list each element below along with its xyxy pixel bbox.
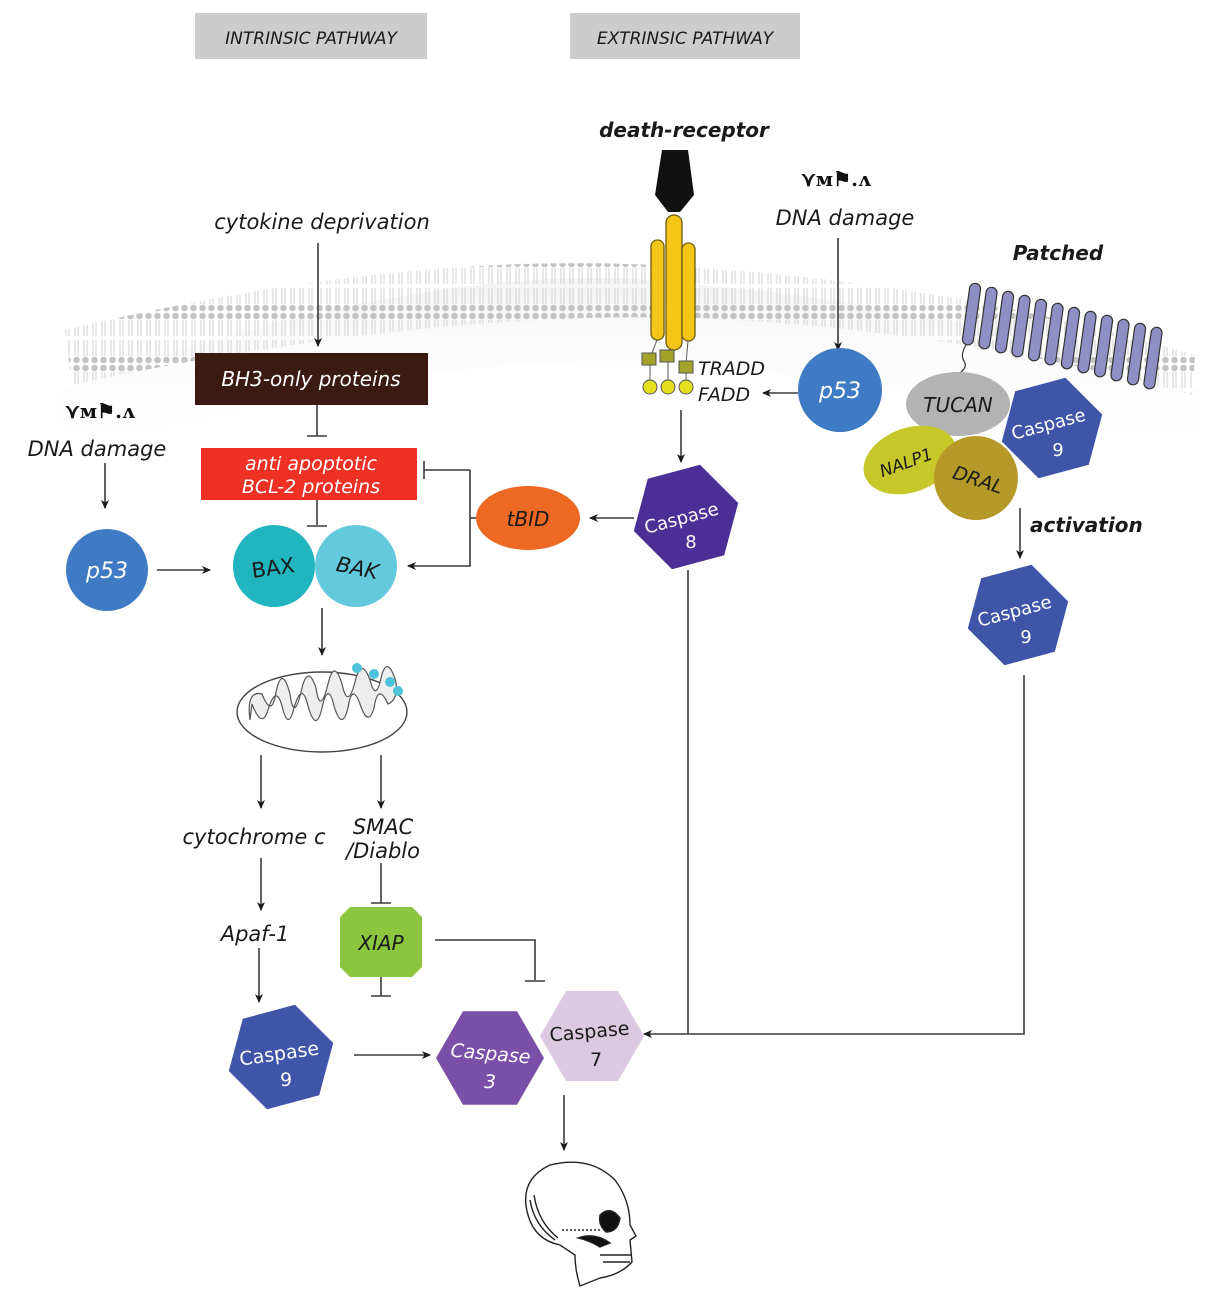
bax-node — [233, 525, 315, 607]
caspase9-apoptosome-num: 9 — [280, 1069, 292, 1091]
p53-right-label: p53 — [818, 379, 861, 404]
tradd-square-icon — [659, 349, 675, 363]
tradd-square-icon — [678, 360, 694, 374]
dna-damage-left-label: DNA damage — [28, 437, 167, 461]
cytochrome-c-label: cytochrome c — [183, 825, 326, 849]
xiap-label: XIAP — [357, 931, 404, 955]
p53-left-label: p53 — [85, 559, 128, 584]
caspase9-apoptosome-node: Caspase 9 — [228, 1004, 334, 1110]
caspase9-complex-hexagon — [1001, 377, 1103, 479]
extrinsic-header-bg — [570, 13, 800, 59]
p53-left-node — [66, 529, 148, 611]
patched-helix — [1011, 294, 1031, 358]
bcl2-node — [201, 448, 417, 500]
intrinsic-pathway-header: INTRINSIC PATHWAY — [195, 13, 427, 59]
caspase9-complex-node: Caspase 9 — [1001, 377, 1103, 479]
broken-dna-icon: ⋎ᴍ⚑.ᴧ — [800, 167, 872, 191]
skull-cell-death-icon — [524, 1161, 637, 1287]
arrow-caspase9-to-caspase7 — [643, 675, 1025, 1038]
patched-helix — [1126, 322, 1147, 386]
caspase8-node: Caspase 8 — [633, 464, 739, 570]
tucan-label: TUCAN — [923, 393, 993, 417]
bh3-only-node — [195, 353, 428, 405]
receptor-trimer-icon — [650, 214, 696, 351]
patched-helix — [961, 282, 982, 346]
caspase9-complex-num: 9 — [1052, 440, 1063, 461]
patched-tail — [959, 344, 967, 374]
bak-node — [315, 525, 397, 607]
tbid-label: tBID — [507, 507, 550, 531]
xiap-node — [340, 907, 422, 977]
patched-helix — [978, 286, 998, 350]
tucan-node — [906, 372, 1010, 436]
patched-helix — [1077, 310, 1097, 374]
caspase3-node: Caspase 3 — [436, 1011, 544, 1105]
patched-helix — [1044, 302, 1064, 366]
patched-helix — [1110, 318, 1130, 382]
caspase8-num: 8 — [685, 532, 696, 553]
fadd-label: FADD — [698, 384, 750, 406]
caspase7-node: Caspase 7 — [540, 991, 644, 1081]
caspase9-apoptosome-hexagon — [228, 1004, 334, 1110]
extrinsic-header-label: EXTRINSIC PATHWAY — [597, 29, 775, 49]
tradd-label: TRADD — [698, 358, 765, 380]
patched-helix — [1143, 326, 1163, 390]
cytokine-deprivation-label: cytokine deprivation — [214, 210, 430, 234]
patched-helix — [1027, 298, 1048, 362]
fadd-circle-icon — [660, 379, 676, 395]
nalp1-node — [863, 425, 957, 495]
dna-damage-right: ⋎ᴍ⚑.ᴧ DNA damage — [776, 167, 915, 230]
fadd-circle-icon — [642, 379, 658, 395]
patched-label: Patched — [1013, 241, 1104, 265]
extrinsic-pathway-header: EXTRINSIC PATHWAY — [570, 13, 800, 59]
intrinsic-header-bg — [195, 13, 427, 59]
bcl2-label-line2: BCL-2 proteins — [242, 476, 380, 498]
caspase8-hexagon — [633, 464, 739, 570]
p53-right-node — [798, 348, 882, 432]
death-receptor: death-receptor TRADD FADD — [599, 118, 770, 406]
mitochondrion-icon — [236, 663, 408, 753]
caspase7-num: 7 — [590, 1049, 602, 1071]
death-ligand-icon — [655, 150, 694, 212]
bax-label: BAX — [250, 553, 296, 583]
bh3-only-label: BH3-only proteins — [221, 367, 400, 391]
tradd-square-icon — [641, 352, 657, 366]
fadd-circle-icon — [678, 379, 694, 395]
smac-label-line2: /Diablo — [344, 839, 420, 863]
patched-helix — [994, 290, 1015, 354]
intrinsic-header-label: INTRINSIC PATHWAY — [225, 29, 398, 49]
patched-helix — [1093, 314, 1114, 378]
apaf1-label: Apaf-1 — [219, 922, 290, 946]
caspase7-hexagon — [540, 991, 644, 1081]
dral-node — [934, 436, 1018, 520]
caspase3-num: 3 — [484, 1071, 496, 1093]
patched-helix — [1060, 306, 1081, 370]
lipid-bilayer — [65, 263, 1195, 395]
inhibit-xiap-to-caspase7 — [435, 939, 536, 980]
caspase9-activated-num: 9 — [1020, 627, 1031, 648]
smac-label-line1: SMAC — [353, 815, 414, 839]
caspase9-activated-node: Caspase 9 — [967, 564, 1069, 666]
patched-receptor-icon — [959, 282, 1163, 390]
caspase3-hexagon — [436, 1011, 544, 1105]
arrow-tbid-to-bak — [407, 470, 471, 570]
dna-damage-right-label: DNA damage — [776, 206, 915, 230]
cell-membrane — [60, 263, 1200, 460]
caspase9-activated-hexagon — [967, 564, 1069, 666]
tbid-node — [476, 486, 580, 550]
bcl2-label-line1: anti apoptotic — [245, 453, 378, 475]
broken-dna-icon: ⋎ᴍ⚑.ᴧ — [64, 399, 136, 423]
activation-label: activation — [1030, 513, 1143, 537]
death-receptor-label: death-receptor — [599, 118, 770, 142]
